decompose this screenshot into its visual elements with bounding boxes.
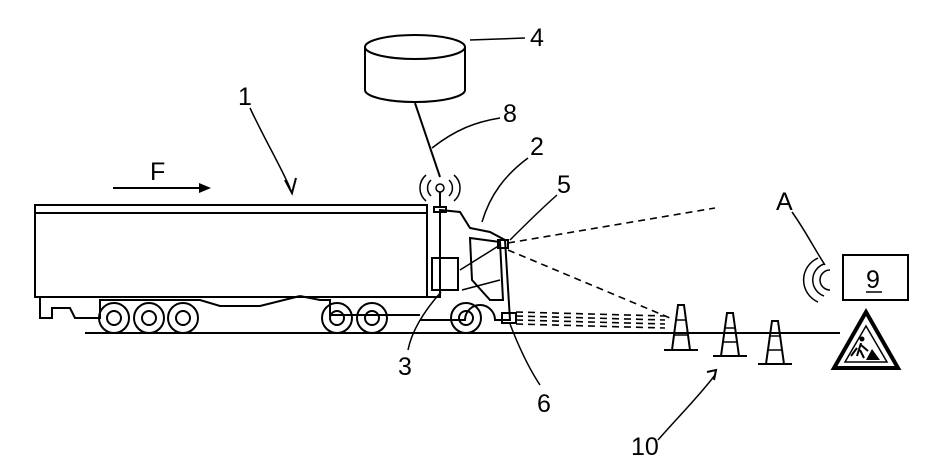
trailer-chassis xyxy=(40,296,300,318)
trailer-chassis-rear xyxy=(300,296,420,315)
label-control-unit: 3 xyxy=(398,353,412,381)
database-icon xyxy=(365,35,465,102)
label-truck: 1 xyxy=(238,83,252,111)
label-sign-box: 9 xyxy=(866,266,880,294)
camera-fov-lower xyxy=(508,250,670,318)
roadworks-warning-sign-icon xyxy=(834,312,898,368)
traffic-cone-2 xyxy=(713,313,747,356)
label-direction: F xyxy=(150,158,165,186)
camera-fov-upper xyxy=(508,208,715,243)
leader-5 xyxy=(510,195,557,240)
label-cab: 2 xyxy=(530,133,544,161)
label-signal: A xyxy=(776,188,793,216)
label-wireless-link: 8 xyxy=(503,100,517,128)
antenna-icon xyxy=(420,175,460,212)
tractor-rear-wheels xyxy=(322,303,387,333)
label-camera: 5 xyxy=(557,171,571,199)
leader-A xyxy=(792,212,825,265)
trailer-body xyxy=(35,205,427,297)
traffic-cone-3 xyxy=(758,321,792,364)
label-sensor: 6 xyxy=(537,390,551,418)
label-database: 4 xyxy=(530,24,544,52)
leader-2 xyxy=(482,158,528,222)
label-cones: 10 xyxy=(631,433,659,461)
sensor-beams xyxy=(516,312,665,328)
wireless-link-line xyxy=(415,103,440,177)
leader-10 xyxy=(658,375,715,440)
signal-waves-icon xyxy=(804,258,830,302)
leader-1 xyxy=(250,108,290,188)
direction-arrowhead xyxy=(199,183,211,193)
traffic-cone-1 xyxy=(664,305,698,350)
control-unit-box xyxy=(432,258,458,290)
leader-8 xyxy=(432,118,500,148)
trailer-wheels xyxy=(99,303,198,333)
leader-4 xyxy=(470,38,525,40)
